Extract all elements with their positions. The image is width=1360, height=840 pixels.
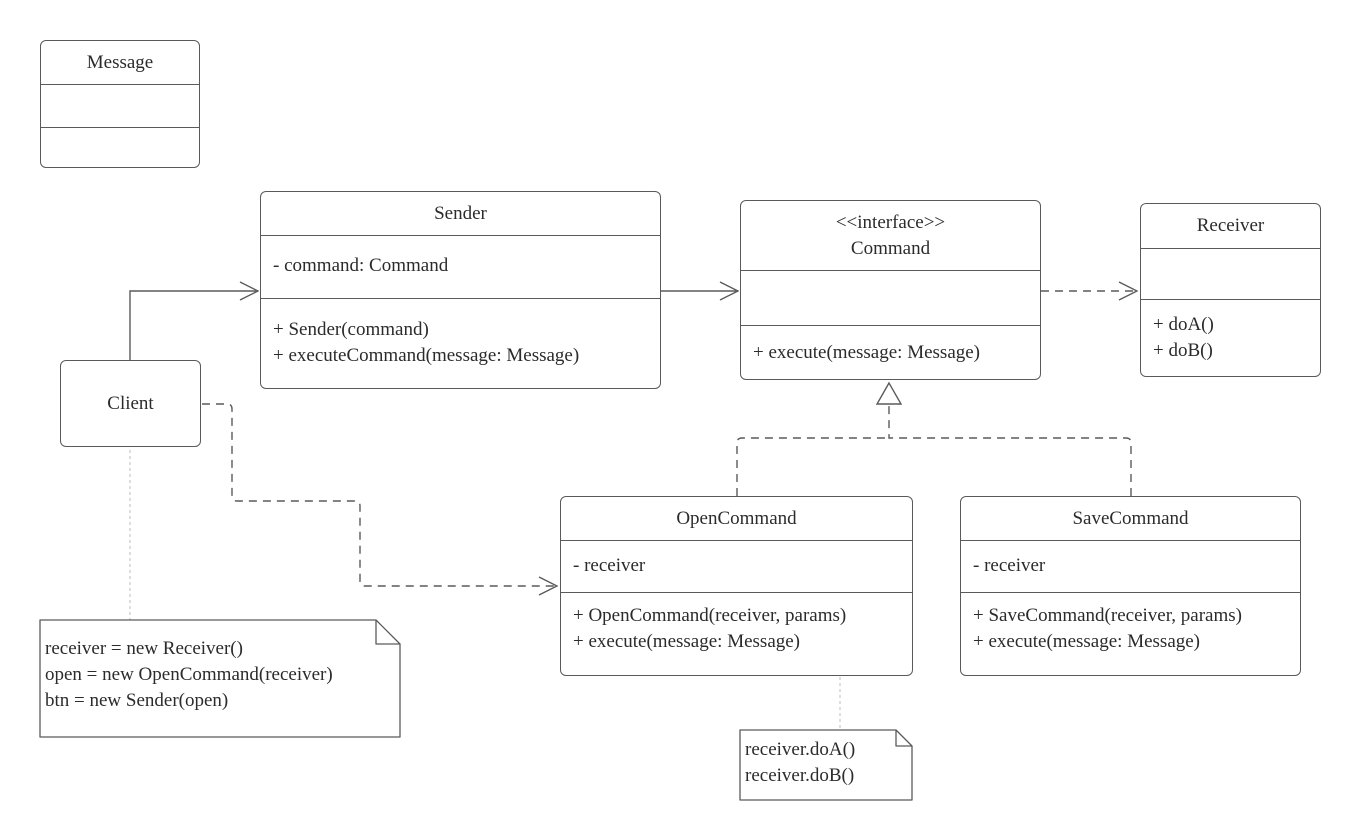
opencommand-methods: + OpenCommand(receiver, params) + execut…	[561, 592, 912, 675]
command-method: + execute(message: Message)	[753, 342, 981, 363]
client-note-shape	[39, 619, 401, 738]
savecommand-realization	[888, 404, 1132, 496]
sender-class-name: Sender	[434, 202, 487, 224]
receiver-method: + doA()	[1153, 314, 1214, 335]
message-attributes	[41, 84, 199, 127]
client-label: Client	[107, 392, 154, 414]
savecommand-attributes: - receiver	[961, 540, 1300, 592]
realization-triangle-head	[875, 381, 903, 405]
sender-method: + executeCommand(message: Message)	[273, 345, 580, 366]
execute-note-shape	[739, 729, 913, 801]
client-sender-association	[129, 291, 258, 360]
note-line: btn = new Sender(open)	[45, 690, 229, 711]
opencommand-attributes: - receiver	[561, 540, 912, 592]
note-line: receiver = new Receiver()	[45, 638, 243, 659]
command-interface[interactable]: <<interface>> Command + execute(message:…	[740, 200, 1041, 380]
receiver-class[interactable]: Receiver + doA() + doB()	[1140, 203, 1321, 377]
execute-code-note[interactable]: receiver.doA() receiver.doB()	[741, 737, 901, 789]
savecommand-method: + SaveCommand(receiver, params)	[973, 605, 1242, 626]
receiver-methods: + doA() + doB()	[1141, 299, 1320, 376]
note-line: open = new OpenCommand(receiver)	[45, 664, 333, 685]
command-stereotype: <<interface>>	[835, 211, 946, 233]
message-methods	[41, 127, 199, 167]
note-line: receiver.doB()	[745, 765, 855, 786]
opencommand-class[interactable]: OpenCommand - receiver + OpenCommand(rec…	[560, 496, 913, 676]
sender-class[interactable]: Sender - command: Command + Sender(comma…	[260, 191, 661, 389]
opencommand-method: + execute(message: Message)	[573, 631, 801, 652]
client-box[interactable]: Client	[60, 360, 201, 447]
client-code-note[interactable]: receiver = new Receiver() open = new Ope…	[41, 636, 381, 714]
opencommand-attribute: - receiver	[573, 555, 646, 576]
message-class-name: Message	[86, 51, 154, 73]
opencommand-realization	[736, 437, 889, 496]
receiver-method: + doB()	[1153, 340, 1213, 361]
savecommand-attribute: - receiver	[973, 555, 1046, 576]
command-methods: + execute(message: Message)	[741, 325, 1040, 379]
command-attributes	[741, 270, 1040, 325]
message-class[interactable]: Message	[40, 40, 200, 168]
opencommand-method: + OpenCommand(receiver, params)	[573, 605, 847, 626]
sender-methods: + Sender(command) + executeCommand(messa…	[261, 298, 660, 388]
savecommand-methods: + SaveCommand(receiver, params) + execut…	[961, 592, 1300, 675]
sender-method: + Sender(command)	[273, 319, 429, 340]
sender-attribute: - command: Command	[273, 255, 449, 276]
command-class-name: Command	[850, 237, 931, 259]
receiver-attributes	[1141, 248, 1320, 299]
receiver-class-name: Receiver	[1196, 215, 1265, 236]
opencommand-class-name: OpenCommand	[676, 507, 797, 529]
sender-attributes: - command: Command	[261, 235, 660, 298]
savecommand-class[interactable]: SaveCommand - receiver + SaveCommand(rec…	[960, 496, 1301, 676]
savecommand-class-name: SaveCommand	[1072, 507, 1189, 529]
note-line: receiver.doA()	[745, 739, 856, 760]
client-opencommand-dependency	[202, 403, 557, 586]
savecommand-method: + execute(message: Message)	[973, 631, 1201, 652]
